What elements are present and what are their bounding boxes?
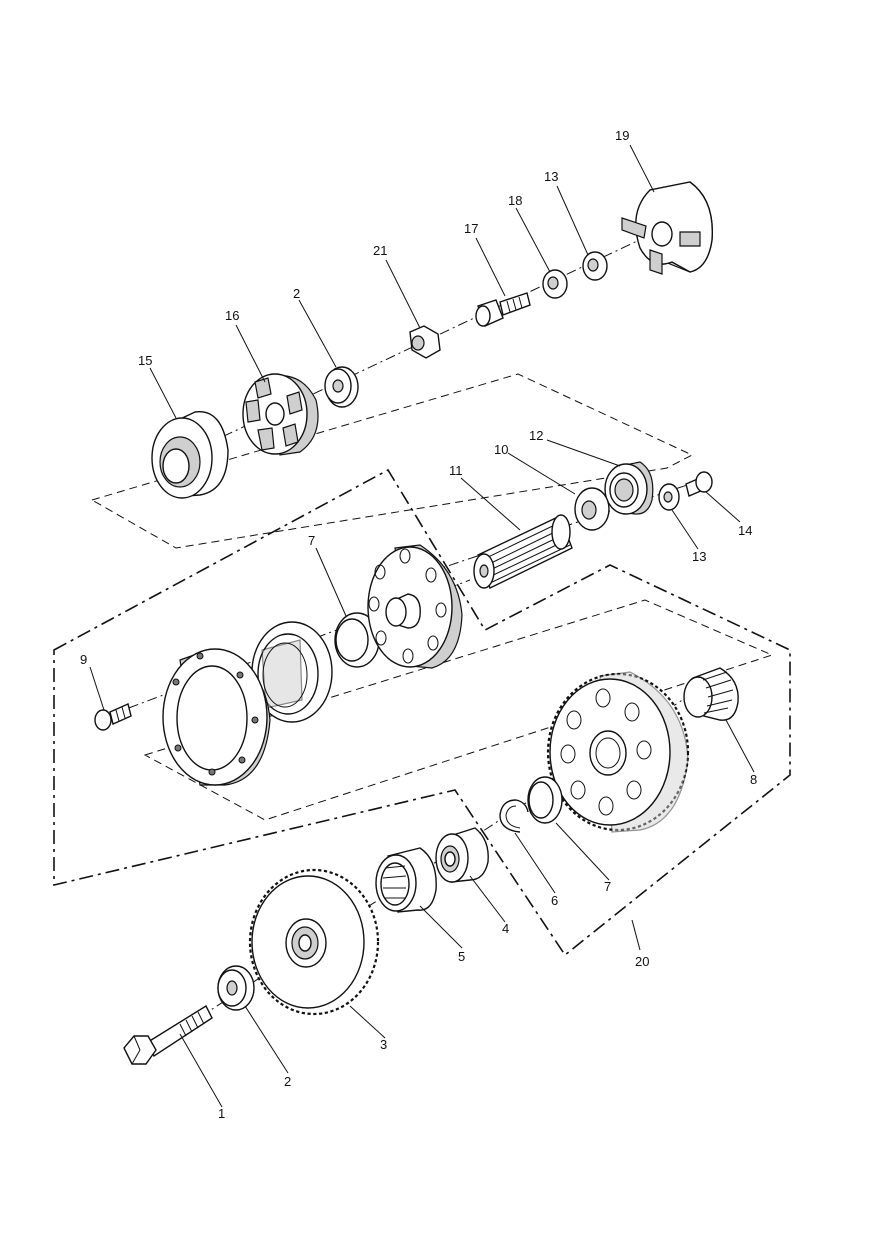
sprag-assembly-dashed-outline — [90, 373, 694, 549]
leader-lines — [89, 144, 755, 1108]
part-6-circlip — [499, 799, 529, 833]
callout-13-upper: 13 — [544, 169, 558, 184]
callout-16: 16 — [225, 308, 239, 323]
sprag-clutch-ring — [251, 621, 333, 723]
part-2-washer-upper — [324, 366, 359, 408]
callout-4: 4 — [502, 921, 509, 936]
part-5-needle-bearing — [375, 847, 437, 913]
part-7-washer-upper — [334, 612, 380, 668]
callout-18: 18 — [508, 193, 522, 208]
part-15-hub — [151, 411, 229, 499]
callout-17: 17 — [464, 221, 478, 236]
sprag-carrier-plate — [367, 544, 463, 669]
part-13-washer — [582, 251, 608, 281]
part-17-bolt — [475, 292, 531, 327]
part-12-bearing — [604, 461, 654, 515]
callout-1: 1 — [218, 1106, 225, 1121]
callout-6: 6 — [551, 893, 558, 908]
part-4-collar — [435, 827, 489, 883]
callout-3: 3 — [380, 1037, 387, 1052]
starter-assembly-dashdot-outline — [53, 468, 791, 957]
callout-9: 9 — [80, 652, 87, 667]
part-16-damper — [242, 373, 319, 456]
part-3-idler-gear — [248, 868, 380, 1016]
callout-12: 12 — [529, 428, 543, 443]
part-8-needle-bearing — [683, 667, 739, 721]
callout-21: 21 — [373, 243, 387, 258]
part-9-screw — [94, 703, 132, 731]
part-2-washer-lower — [217, 965, 255, 1011]
part-18-washer — [542, 269, 568, 299]
callout-10: 10 — [494, 442, 508, 457]
part-13-washer-lower — [658, 483, 680, 511]
part-19-bracket — [621, 181, 714, 275]
callout-11: 11 — [449, 463, 463, 478]
callout-5: 5 — [458, 949, 465, 964]
callout-15: 15 — [138, 353, 152, 368]
callout-labels: 1 2 3 4 5 6 7 7 8 9 10 11 12 13 13 14 15… — [80, 128, 757, 1121]
gear-assembly-dashed-outline — [143, 599, 774, 821]
part-11-shaft — [473, 514, 573, 589]
starter-clutch-housing — [162, 648, 271, 786]
callout-7-upper: 7 — [308, 533, 315, 548]
part-10-spacer — [574, 487, 610, 531]
callout-2-upper: 2 — [293, 286, 300, 301]
part-20-starter-gear — [546, 671, 690, 833]
callout-7-lower: 7 — [604, 879, 611, 894]
part-1-bolt — [123, 1005, 213, 1065]
part-14-screw — [685, 471, 713, 497]
callout-20: 20 — [635, 954, 649, 969]
callout-14: 14 — [738, 523, 752, 538]
callout-19: 19 — [615, 128, 629, 143]
callout-2-lower: 2 — [284, 1074, 291, 1089]
callout-8: 8 — [750, 772, 757, 787]
part-21-nut — [409, 325, 441, 359]
part-7-washer-lower — [527, 776, 563, 824]
callout-13-lower: 13 — [692, 549, 706, 564]
